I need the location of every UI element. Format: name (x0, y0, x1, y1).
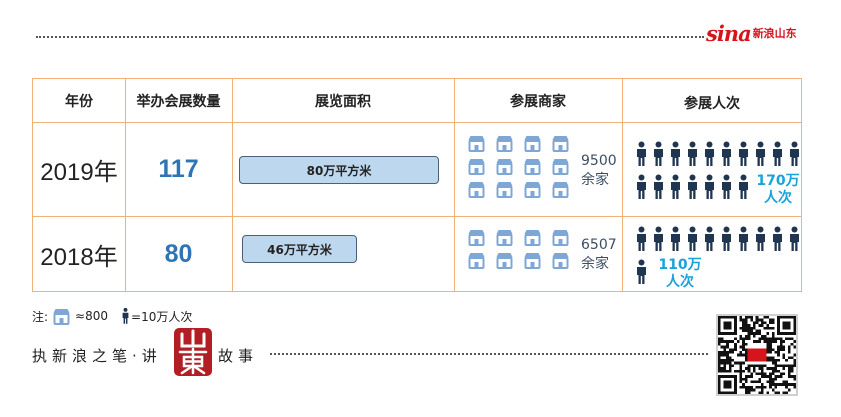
person-icon (684, 226, 701, 252)
shop-icon (495, 135, 514, 152)
row-2018-exhibitors-unit: 余家 (581, 256, 609, 272)
shop-icon (467, 181, 486, 198)
row-2019-visitors-number: 170万 (756, 173, 800, 189)
row-2019-exhibitions: 117 (158, 155, 199, 183)
person-icon (633, 226, 650, 252)
exhibition-stats-table: 年份 举办会展数量 展览面积 参展商家 参展人次 2019年 117 80万平方… (32, 78, 802, 292)
person-icon (667, 174, 684, 200)
row-2018-visitor-icons (633, 226, 805, 285)
column-divider (125, 79, 126, 291)
shandong-seal-icon (174, 328, 212, 376)
bottom-dotted-divider (270, 353, 708, 355)
person-icon (735, 226, 752, 252)
row-2019-exhibitors-unit: 余家 (581, 172, 609, 188)
person-icon (718, 174, 735, 200)
row-2018-visitors: 110万 人次 (655, 257, 705, 291)
qr-code[interactable] (716, 314, 798, 396)
row-2019-exhibitor-icons (467, 135, 570, 198)
person-icon (752, 141, 769, 167)
row-divider (33, 216, 801, 217)
top-dotted-divider (36, 36, 704, 38)
shop-icon (551, 229, 570, 246)
row-2018-visitors-number: 110万 (658, 257, 702, 273)
shop-icon (551, 135, 570, 152)
row-2019-exhibitors: 9500 余家 (581, 152, 626, 190)
person-icon (786, 141, 803, 167)
person-icon (701, 226, 718, 252)
shop-icon (52, 308, 71, 325)
person-icon (684, 141, 701, 167)
shop-icon (495, 252, 514, 269)
note-prefix: 注: (32, 309, 49, 324)
person-icon (786, 226, 803, 252)
row-2019-visitors: 170万 人次 (753, 173, 803, 207)
person-icon (633, 174, 650, 200)
row-2018-visitors-unit: 人次 (666, 274, 694, 290)
shop-icon (551, 158, 570, 175)
row-2018-exhibitors: 6507 余家 (581, 236, 626, 274)
shop-icon (467, 252, 486, 269)
row-2019-visitors-unit: 人次 (764, 190, 792, 206)
person-icon (752, 226, 769, 252)
shop-icon (551, 252, 570, 269)
shop-icon (523, 252, 542, 269)
shop-icon (467, 158, 486, 175)
person-icon (735, 141, 752, 167)
person-icon (769, 141, 786, 167)
person-icon (684, 174, 701, 200)
note-shop-value: ≈800 (75, 309, 109, 323)
row-2018-exhibitions: 80 (164, 240, 193, 268)
slogan-left: 执新浪之笔·讲 (32, 346, 162, 365)
logo-word: sina (706, 20, 752, 46)
shop-icon (467, 229, 486, 246)
shop-icon (523, 229, 542, 246)
shop-icon (495, 158, 514, 175)
person-icon (633, 259, 650, 285)
person-icon (120, 304, 131, 328)
header-exhibitions: 举办会展数量 (136, 93, 221, 110)
column-divider (454, 79, 455, 291)
row-2018-area-bar: 46万平方米 (242, 235, 357, 263)
shop-icon (523, 135, 542, 152)
row-divider (33, 122, 801, 123)
sina-logo: sina 新浪山东 (706, 20, 797, 46)
header-visitors: 参展人次 (684, 95, 740, 112)
shop-icon (495, 181, 514, 198)
logo-subtitle: 新浪山东 (752, 27, 797, 40)
header-area: 展览面积 (315, 93, 371, 110)
slogan-right: 故事 (218, 346, 259, 365)
person-icon (718, 141, 735, 167)
person-icon (650, 174, 667, 200)
row-2018-exhibitor-icons (467, 229, 570, 269)
column-divider (622, 79, 623, 291)
row-2019-exhibitors-number: 9500 (581, 153, 617, 169)
person-icon (735, 174, 752, 200)
row-2018-exhibitors-number: 6507 (581, 237, 617, 253)
person-icon (650, 141, 667, 167)
row-2018-year: 2018年 (40, 244, 118, 271)
shop-icon (523, 158, 542, 175)
legend-note: 注: ≈800 =10万人次 (32, 304, 192, 328)
shop-icon (495, 229, 514, 246)
person-icon (701, 174, 718, 200)
person-icon (667, 141, 684, 167)
person-icon (650, 226, 667, 252)
person-icon (633, 141, 650, 167)
header-exhibitors: 参展商家 (510, 93, 566, 110)
person-icon (667, 226, 684, 252)
column-divider (232, 79, 233, 291)
shop-icon (523, 181, 542, 198)
note-person-value: =10万人次 (131, 309, 193, 324)
person-icon (718, 226, 735, 252)
person-icon (701, 141, 718, 167)
shop-icon (467, 135, 486, 152)
header-year: 年份 (65, 93, 93, 110)
row-2019-area-bar: 80万平方米 (239, 156, 439, 184)
row-2019-year: 2019年 (40, 159, 118, 186)
shop-icon (551, 181, 570, 198)
row-2019-visitor-icons (633, 141, 805, 200)
person-icon (769, 226, 786, 252)
